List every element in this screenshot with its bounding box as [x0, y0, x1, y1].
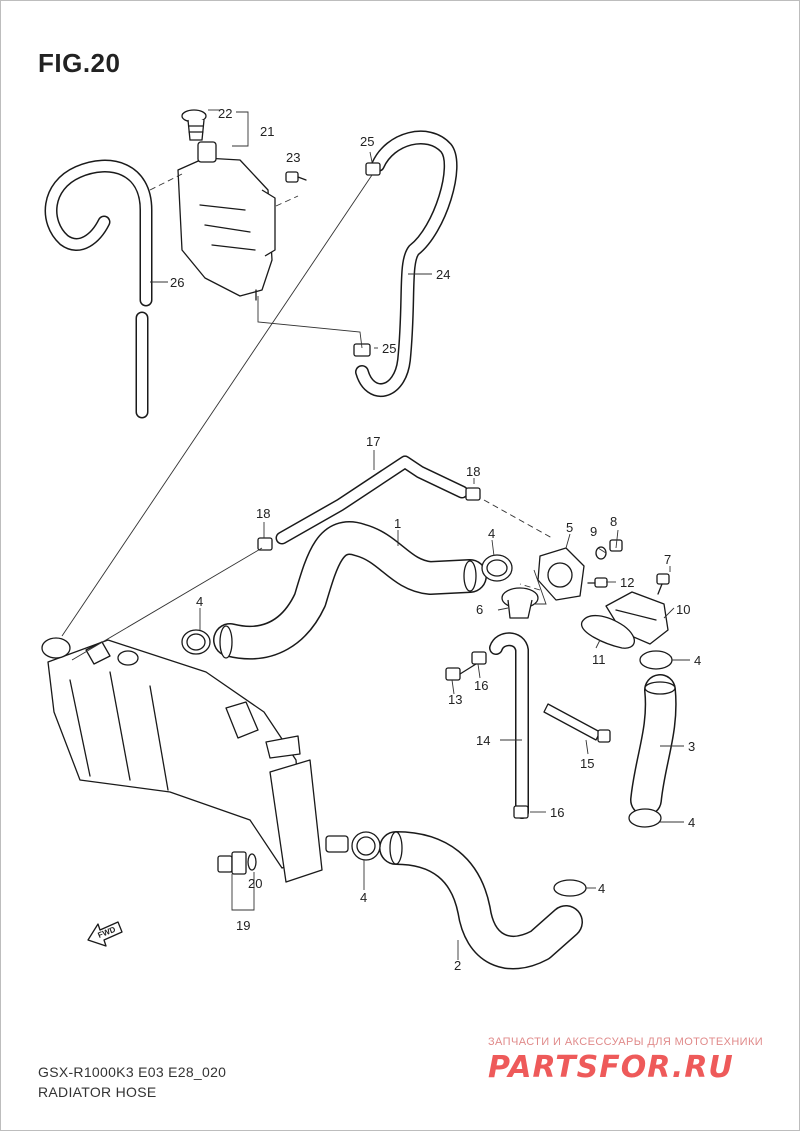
- callout-19: 19: [236, 918, 250, 933]
- callout-23: 23: [286, 150, 300, 165]
- clip-25-bottom: [353, 343, 371, 357]
- hose-2: [379, 831, 583, 970]
- callout-13: 13: [448, 692, 462, 707]
- clamp-4-c: [639, 650, 673, 670]
- clip-16-top: [471, 651, 487, 665]
- bolt-10: [656, 573, 670, 595]
- callout-11: 8: [610, 514, 617, 529]
- callout-2: 2: [454, 958, 461, 973]
- callout-25-top: 25: [360, 134, 374, 149]
- callout-4-hose3-bottom: 4: [688, 815, 695, 830]
- callout-7: 12: [620, 575, 634, 590]
- callout-4-hose2-left: 4: [360, 890, 367, 905]
- watermark-logo: PARTSFOR.RU: [488, 1050, 734, 1085]
- bolt-7: [587, 577, 608, 588]
- figure-subtitle: RADIATOR HOSE: [38, 1084, 157, 1100]
- callout-18-left: 18: [256, 506, 270, 521]
- callout-4-hose1: 4: [488, 526, 495, 541]
- callout-21: 21: [260, 124, 274, 139]
- thermostat-6: [501, 587, 539, 619]
- clip-25-top: [365, 162, 381, 176]
- callout-12: 9: [590, 524, 597, 539]
- model-code: GSX-R1000K3 E03 E28_020: [38, 1064, 227, 1080]
- callout-5: 5: [566, 520, 573, 535]
- callout-22: 22: [218, 106, 232, 121]
- washer-12: [595, 546, 607, 560]
- callout-16-top: 16: [474, 678, 488, 693]
- reservoir-cap: [181, 109, 207, 141]
- callout-10: 7: [664, 552, 671, 567]
- hose-3: [630, 674, 677, 816]
- gasket-20: [247, 853, 257, 871]
- callout-20: 20: [248, 876, 262, 891]
- callout-26: 26: [170, 275, 184, 290]
- callout-17: 17: [366, 434, 380, 449]
- clip-18-right: [465, 487, 481, 501]
- radiator: [41, 637, 349, 883]
- clamp-4-b: [481, 554, 513, 582]
- clamp-4-d: [628, 808, 662, 828]
- callout-3: 3: [688, 739, 695, 754]
- watermark-tagline: ЗАПЧАСТИ И АКСЕССУАРЫ ДЛЯ МОТОТЕХНИКИ: [488, 1036, 764, 1048]
- callout-18-right: 18: [466, 464, 480, 479]
- hose-1: [213, 521, 487, 660]
- callout-15: 15: [580, 756, 594, 771]
- callout-16-bottom: 16: [550, 805, 564, 820]
- reservoir-tank: [177, 141, 276, 301]
- hose-17: [275, 455, 469, 545]
- clamp-4-a: [181, 629, 211, 655]
- callout-8: 10: [676, 602, 690, 617]
- callout-4-hose3-top: 4: [694, 653, 701, 668]
- clamp-4-f: [553, 879, 587, 897]
- callout-4-radiator: 4: [196, 594, 203, 609]
- fwd-arrow-icon: [87, 921, 123, 947]
- o-ring-9: [581, 615, 635, 649]
- tank-bolt: [285, 171, 307, 183]
- thermostat-housing-5: [537, 547, 585, 601]
- callout-1: 1: [394, 516, 401, 531]
- clamp-4-e: [351, 831, 381, 861]
- clip-16-bottom: [513, 805, 529, 819]
- callout-14: 14: [476, 733, 490, 748]
- hose-26: [44, 159, 153, 419]
- bolt-13: [445, 663, 477, 681]
- figure-title: FIG.20: [38, 48, 121, 78]
- callout-labels: 22 21 23 25 24 26 25 17 18 18 1 4 5 9 8 …: [97, 106, 702, 973]
- callout-24: 24: [436, 267, 450, 282]
- cable-tie-15: [543, 703, 611, 743]
- callout-9: 11: [592, 652, 606, 667]
- hose-24: [355, 130, 458, 397]
- clip-18-left: [257, 537, 273, 551]
- callout-6: 6: [476, 602, 483, 617]
- callout-25-bottom: 25: [382, 341, 396, 356]
- callout-4-hose2-right: 4: [598, 881, 605, 896]
- leader-lines: [61, 109, 690, 960]
- drain-bolt-19: [217, 851, 247, 875]
- hose-14: [489, 632, 529, 819]
